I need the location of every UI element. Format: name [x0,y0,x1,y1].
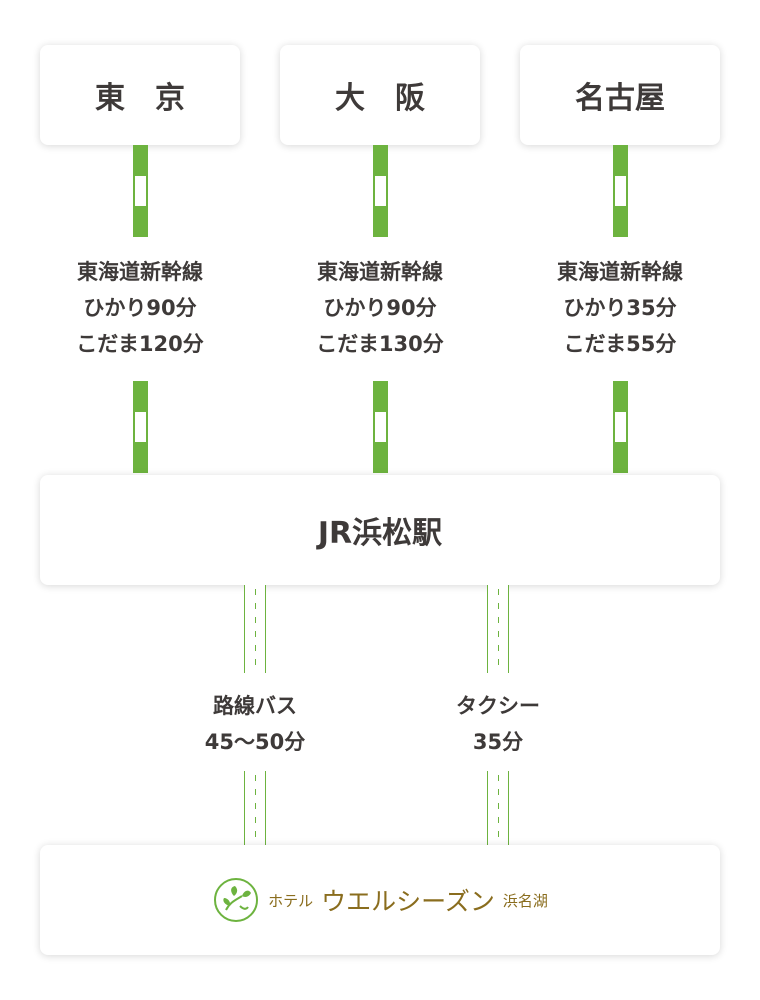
route-info-nagoya: 東海道新幹線 ひかり35分 こだま55分 [520,254,720,362]
route-hikari-osaka: ひかり90分 [323,296,437,320]
route-mode-bus: 路線バス [213,694,297,718]
hotel-name-suffix: 浜名湖 [502,891,548,910]
route-info-taxi: タクシー 35分 [398,688,598,760]
rail-connector-osaka-upper [373,145,388,237]
rail-connector-nagoya-lower [613,381,628,473]
route-time-taxi: 35分 [472,730,524,754]
rail-connector-tokyo-lower [133,381,148,473]
route-info-tokyo: 東海道新幹線 ひかり90分 こだま120分 [40,254,240,362]
hotel-name-main: ウエルシーズン [321,887,495,916]
rail-connector-nagoya-upper [613,145,628,237]
route-kodama-nagoya: こだま55分 [563,332,677,356]
rail-connector-tokyo-upper [133,145,148,237]
route-kodama-osaka: こだま130分 [316,332,444,356]
route-info-osaka: 東海道新幹線 ひかり90分 こだま130分 [280,254,480,362]
road-connector-bus-upper [244,585,266,673]
route-line-osaka: 東海道新幹線 [317,260,443,284]
road-connector-taxi-upper [487,585,509,673]
city-box-osaka: 大 阪 [280,45,480,145]
city-box-nagoya: 名古屋 [520,45,720,145]
hotel-box: ホテル ウエルシーズン 浜名湖 [40,845,720,955]
route-info-bus: 路線バス 45〜50分 [155,688,355,760]
city-box-tokyo: 東 京 [40,45,240,145]
hotel-logo: ホテル ウエルシーズン 浜名湖 [212,876,548,924]
route-line-nagoya: 東海道新幹線 [557,260,683,284]
station-box: JR浜松駅 [40,475,720,585]
route-mode-taxi: タクシー [456,694,540,718]
station-name: JR浜松駅 [317,516,443,551]
city-name-nagoya: 名古屋 [575,81,665,116]
rail-connector-osaka-lower [373,381,388,473]
route-line-tokyo: 東海道新幹線 [77,260,203,284]
city-name-osaka: 大 阪 [335,81,425,116]
hotel-name-prefix: ホテル [268,891,314,910]
route-time-bus: 45〜50分 [204,730,306,754]
city-name-tokyo: 東 京 [95,81,185,116]
road-connector-bus-lower [244,771,266,845]
route-hikari-tokyo: ひかり90分 [83,296,197,320]
leaf-emblem-icon [214,878,259,922]
route-kodama-tokyo: こだま120分 [76,332,204,356]
road-connector-taxi-lower [487,771,509,845]
route-hikari-nagoya: ひかり35分 [563,296,677,320]
